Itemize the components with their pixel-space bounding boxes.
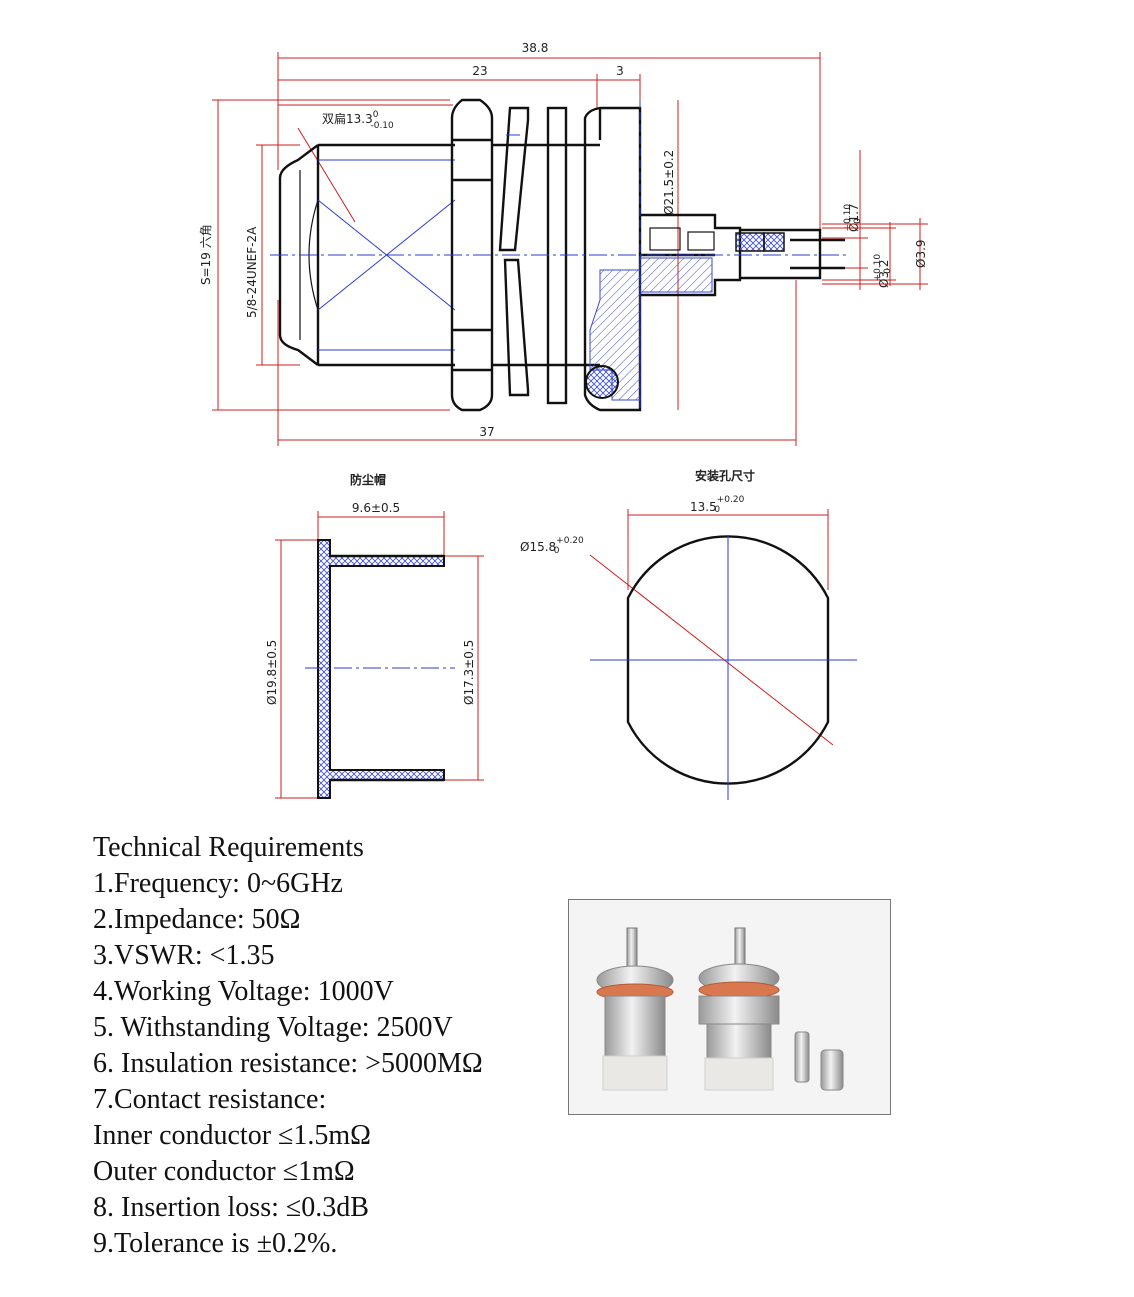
mount-hole-title: 安装孔尺寸: [695, 468, 755, 483]
dust-cap-outer-label: Ø19.8±0.5: [265, 640, 279, 705]
dim-crimp-label: Ø3.2+0.100: [873, 254, 893, 288]
dim-pin: Ø1.7+0.100: [822, 150, 868, 290]
tech-item: 6. Insulation resistance: >5000MΩ: [93, 1048, 483, 1079]
dim-pin-label: Ø1.7+0.100: [843, 203, 863, 232]
dim-23: 23: [278, 64, 597, 81]
dim-flats-label: 双扁13.30-0.10: [322, 110, 394, 131]
dim-thread-label: 5/8-24UNEF-2A: [245, 226, 259, 318]
dim-ferrule: Ø3.9: [822, 218, 928, 290]
tech-item: 2.Impedance: 50Ω: [93, 904, 301, 935]
dim-3-label: 3: [616, 64, 624, 78]
dust-cap-title: 防尘帽: [350, 472, 386, 487]
product-photo: [568, 899, 891, 1115]
tech-item: 7.Contact resistance:: [93, 1084, 327, 1115]
dim-crimp: Ø3.2+0.100: [822, 222, 896, 288]
dust-cap-length-label: 9.6±0.5: [352, 501, 400, 515]
dim-flange-label: Ø21.5±0.2: [662, 150, 676, 215]
tech-item: 9.Tolerance is ±0.2%.: [93, 1228, 338, 1259]
connector-body: [270, 98, 850, 412]
side-view: 38.8 23 3 双扁13.30-0.10 S=19 六角: [199, 41, 928, 446]
tech-item: 8. Insertion loss: ≤0.3dB: [93, 1192, 369, 1223]
mount-hole-outline: [626, 535, 830, 785]
dim-flats: 双扁13.30-0.10: [278, 104, 453, 223]
tech-item: 1.Frequency: 0~6GHz: [93, 868, 343, 899]
tech-heading: Technical Requirements: [93, 832, 364, 863]
connector-left: [596, 927, 674, 1091]
connector-photo-illustration: [596, 927, 844, 1091]
dim-3: 3: [596, 64, 641, 110]
dust-cap-section: [317, 539, 445, 799]
dim-hex-label: S=19 六角: [199, 224, 213, 285]
technical-requirements: Technical Requirements 1.Frequency: 0~6G…: [93, 830, 563, 1262]
tech-item: 5. Withstanding Voltage: 2500V: [93, 1012, 453, 1043]
dust-cap-view: 防尘帽 9.6±0.5 Ø19.8±0.5 Ø17.3±0.5: [265, 472, 484, 799]
tech-item: Inner conductor ≤1.5mΩ: [93, 1120, 371, 1151]
crimp-ferrule-large: [820, 1049, 844, 1091]
tech-item: Outer conductor ≤1mΩ: [93, 1156, 355, 1187]
dim-23-label: 23: [472, 64, 487, 78]
dim-ferrule-label: Ø3.9: [914, 239, 928, 268]
dim-total-label: 38.8: [522, 41, 549, 55]
crimp-ferrule-small: [794, 1031, 810, 1083]
tech-item: 4.Working Voltage: 1000V: [93, 976, 394, 1007]
dim-37-label: 37: [479, 425, 494, 439]
dim-total-length: 38.8: [277, 41, 821, 250]
tech-item: 3.VSWR: <1.35: [93, 940, 275, 971]
dust-cap-inner-label: Ø17.3±0.5: [462, 640, 476, 705]
connector-right: [698, 927, 780, 1091]
dim-hex: S=19 六角: [199, 99, 450, 411]
dim-thread: 5/8-24UNEF-2A: [245, 144, 300, 366]
dim-37: 37: [277, 280, 797, 446]
